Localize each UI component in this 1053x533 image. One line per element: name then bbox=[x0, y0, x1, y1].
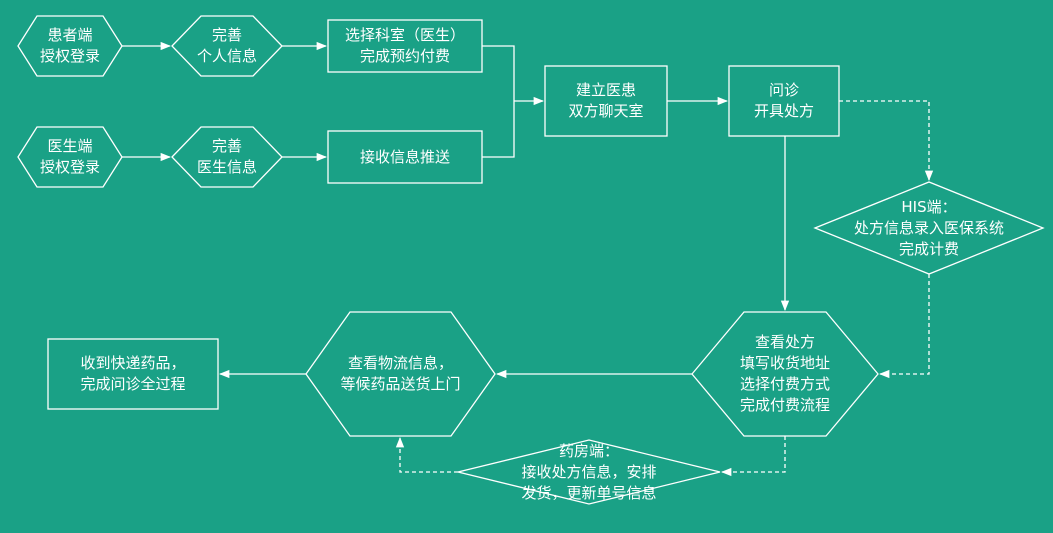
logistics-label: 查看物流信息， 等候药品送货上门 bbox=[340, 354, 461, 393]
pharmacy-label: 药房端： 接收处方信息，安排 发货，更新单号信息 bbox=[521, 441, 657, 502]
consult-prescribe-label: 问诊 开具处方 bbox=[753, 81, 814, 120]
receive-push-label: 接收信息推送 bbox=[359, 147, 450, 166]
chat-room-label: 建立医患 双方聊天室 bbox=[568, 81, 644, 120]
receive-medicine-label: 收到快递药品， 完成问诊全过程 bbox=[80, 354, 186, 393]
dashed-prescription-to-pharmacy bbox=[720, 436, 786, 477]
complete-personal-info-label: 完善 个人信息 bbox=[196, 26, 257, 65]
doctor-login-label: 医生端 授权登录 bbox=[39, 137, 100, 176]
connector-push-to-chat bbox=[482, 101, 515, 158]
receive-medicine-shape bbox=[47, 338, 219, 410]
dashed-consult-to-his bbox=[839, 100, 934, 182]
pharmacy-shape bbox=[457, 439, 721, 505]
patient-login-label: 患者端 授权登录 bbox=[39, 26, 100, 65]
his-entry-label: HIS端： 处方信息录入医保系统 完成计费 bbox=[853, 197, 1004, 258]
complete-doctor-info-label: 完善 医生信息 bbox=[196, 137, 257, 176]
connector-department-to-chat bbox=[482, 45, 515, 101]
dashed-his-to-prescription bbox=[878, 274, 930, 379]
logistics-shape bbox=[305, 311, 496, 437]
dashed-pharmacy-to-logistics bbox=[395, 436, 458, 473]
select-department-label: 选择科室（医生） 完成预约付费 bbox=[344, 26, 465, 65]
view-prescription-label: 查看处方 填写收货地址 选择付费方式 完成付费流程 bbox=[739, 333, 830, 414]
view-prescription-shape bbox=[691, 311, 879, 437]
his-entry-shape bbox=[813, 181, 1045, 275]
